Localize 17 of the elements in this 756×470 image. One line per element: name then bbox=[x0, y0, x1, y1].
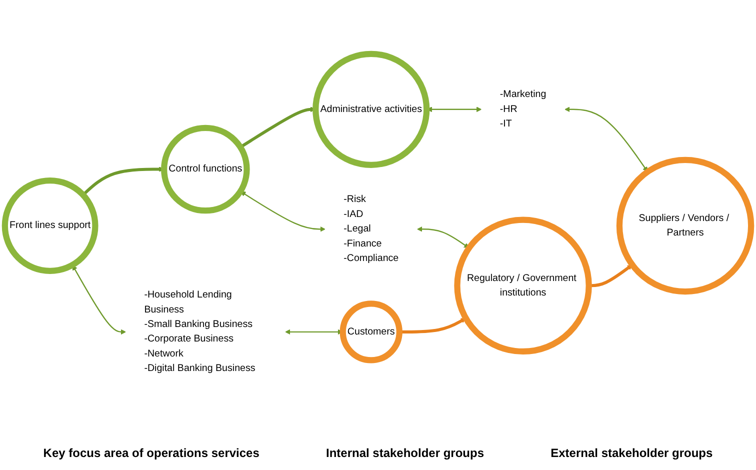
node-circle: Administrative activities bbox=[312, 51, 430, 168]
column-heading: Key focus area of operations services bbox=[43, 446, 260, 460]
node-text: -Marketing -HR -IT bbox=[500, 90, 546, 130]
arrow bbox=[564, 107, 648, 172]
arrow bbox=[72, 265, 126, 336]
arrow bbox=[416, 226, 470, 249]
node-circle: Front lines support bbox=[2, 178, 98, 274]
arrow bbox=[426, 107, 482, 113]
node-circle: Customers bbox=[340, 301, 402, 364]
node-circle: Control functions bbox=[161, 125, 250, 214]
column-heading: Internal stakeholder groups bbox=[326, 446, 484, 460]
node-text: -Risk -IAD -Legal -Finance -Compliance bbox=[344, 194, 399, 264]
node-text: -Household Lending Business -Small Banking Business -Corporate Business -Network -Digital Banking Business bbox=[144, 290, 256, 374]
node-circle: Regulatory / Government institutions bbox=[454, 217, 592, 355]
node-circle: Suppliers / Vendors / Partners bbox=[616, 157, 754, 296]
column-heading: External stakeholder groups bbox=[550, 446, 713, 460]
arrow bbox=[240, 192, 326, 232]
